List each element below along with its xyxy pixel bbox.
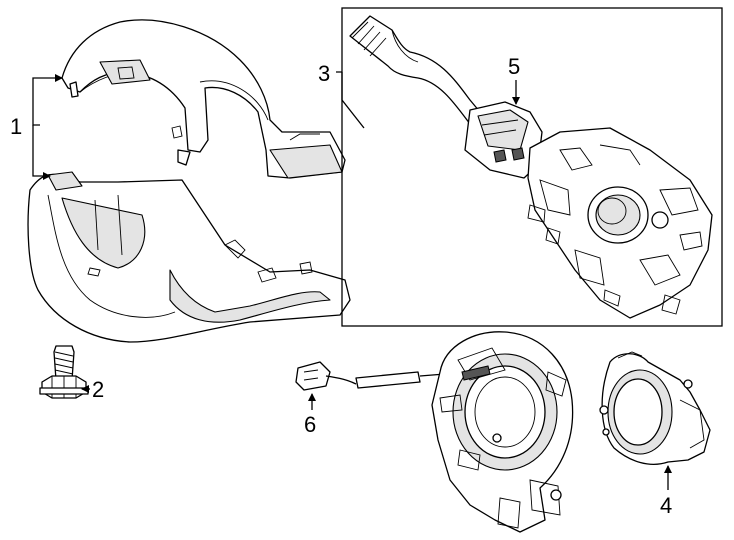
- lower-column-cover: [27, 171, 351, 343]
- wiring-harness: [295, 361, 471, 391]
- switch-housing: [527, 127, 713, 319]
- switch-module: [464, 101, 543, 179]
- callout-label-1: 1: [10, 114, 22, 139]
- callout-label-3: 3: [318, 61, 330, 86]
- callout-label-5: 5: [508, 54, 520, 79]
- upper-column-cover: [61, 19, 346, 179]
- callout-label-6: 6: [304, 412, 316, 437]
- clockspring: [431, 331, 574, 533]
- callout-label-2: 2: [92, 377, 104, 402]
- callout-1-leader: [32, 74, 63, 180]
- ignition-ring-housing: [599, 351, 711, 465]
- assembly-box: [341, 7, 723, 327]
- turn-signal-lever: [349, 15, 481, 125]
- callout-3-leader: [336, 71, 365, 129]
- callout-label-4: 4: [660, 493, 672, 518]
- bolt: [39, 345, 89, 399]
